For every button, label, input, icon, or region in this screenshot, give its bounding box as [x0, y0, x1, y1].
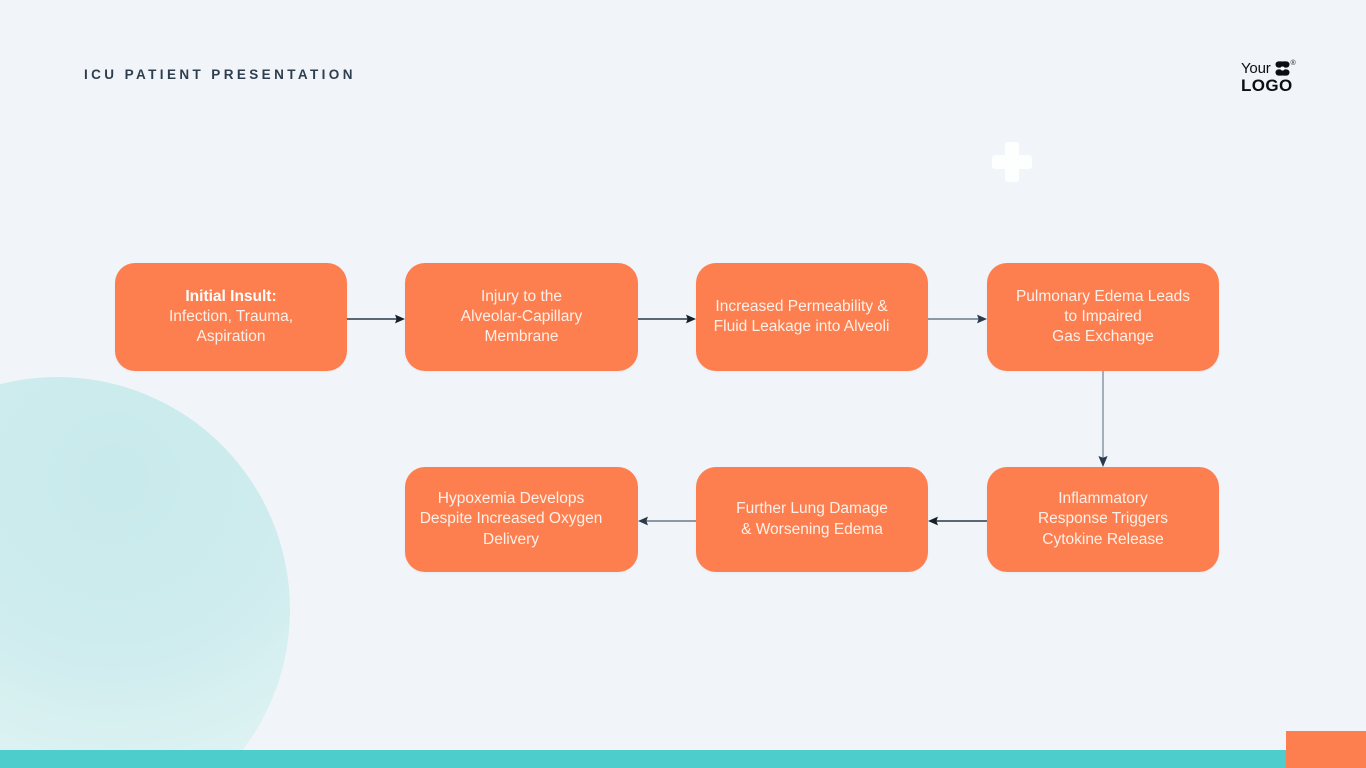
logo-word-logo: LOGO: [1241, 76, 1293, 95]
flow-node-label: Inflammatory Response Triggers Cytokine …: [1037, 490, 1169, 548]
flow-node-body: Infection, Trauma, Aspiration: [168, 307, 294, 346]
teal-circle-decoration: [0, 377, 290, 768]
flow-node-pulmonary-edema[interactable]: Pulmonary Edema Leads to Impaired Gas Ex…: [987, 263, 1219, 371]
logo-top-row: Your ®: [1241, 60, 1319, 77]
medical-cross-icon: [992, 142, 1032, 182]
page-title: ICU PATIENT PRESENTATION: [84, 67, 356, 82]
flow-node-alveolar-capillary-injury[interactable]: Injury to the Alveolar-Capillary Membran…: [405, 263, 638, 371]
flow-node-initial-insult[interactable]: Initial Insult: Infection, Trauma, Aspir…: [115, 263, 347, 371]
arrow-permeability-to-edema: [928, 310, 987, 328]
flow-node-title: Initial Insult:: [185, 287, 277, 305]
flow-node-hypoxemia-develops[interactable]: Hypoxemia Develops Despite Increased Oxy…: [405, 467, 638, 572]
registered-trademark-icon: ®: [1290, 60, 1296, 67]
logo: Your ® LOGO: [1241, 60, 1319, 94]
logo-word-your: Your: [1241, 60, 1271, 77]
arrow-edema-to-inflammatory: [1094, 371, 1112, 467]
footer-orange-block: [1286, 731, 1366, 768]
flow-node-increased-permeability[interactable]: Increased Permeability & Fluid Leakage i…: [696, 263, 928, 371]
flow-node-inflammatory-response[interactable]: Inflammatory Response Triggers Cytokine …: [987, 467, 1219, 572]
flow-node-label: Injury to the Alveolar-Capillary Membran…: [460, 287, 583, 346]
flow-node-label: Pulmonary Edema Leads to Impaired Gas Ex…: [1015, 287, 1191, 346]
arrow-lung-damage-to-hypoxemia: [638, 512, 696, 530]
flow-node-label: Hypoxemia Develops Despite Increased Oxy…: [419, 490, 603, 548]
clover-mark-icon: [1275, 61, 1290, 76]
footer-teal-bar: [0, 750, 1366, 768]
flow-node-further-lung-damage[interactable]: Further Lung Damage & Worsening Edema: [696, 467, 928, 572]
flow-node-label: Initial Insult: Infection, Trauma, Aspir…: [123, 287, 339, 348]
flow-node-label: Increased Permeability & Fluid Leakage i…: [713, 297, 890, 335]
arrow-inflammatory-to-lung-damage: [928, 512, 987, 530]
flow-node-label: Further Lung Damage & Worsening Edema: [736, 500, 888, 538]
arrow-initial-insult-to-injury: [347, 310, 405, 328]
